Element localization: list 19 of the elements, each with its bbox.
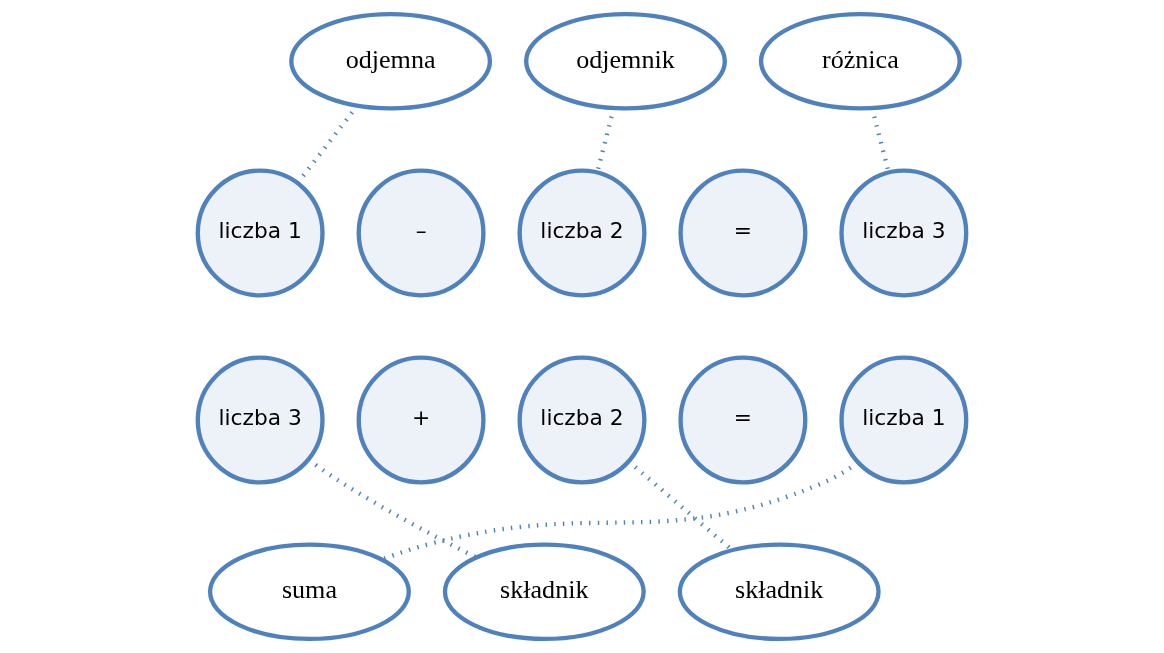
node-ellipse: odjemnik: [524, 11, 727, 111]
node-circle: =: [678, 355, 808, 485]
node-circle: liczba 3: [195, 355, 325, 485]
connector: [296, 104, 360, 184]
connector: [307, 458, 478, 560]
node-circle: –: [356, 168, 486, 298]
node-circle: =: [678, 168, 808, 298]
node-ellipse: składnik: [442, 542, 646, 642]
node-circle: +: [356, 355, 486, 485]
node-circle: liczba 3: [839, 168, 969, 298]
node-circle: liczba 1: [195, 168, 325, 298]
node-circle: liczba 1: [839, 355, 969, 485]
node-circle: liczba 2: [517, 168, 647, 298]
node-ellipse: suma: [207, 542, 411, 642]
node-ellipse: składnik: [677, 542, 881, 642]
node-ellipse: odjemna: [289, 11, 493, 111]
connector: [381, 460, 860, 562]
node-ellipse: różnica: [758, 11, 962, 111]
node-circle: liczba 2: [517, 355, 647, 485]
